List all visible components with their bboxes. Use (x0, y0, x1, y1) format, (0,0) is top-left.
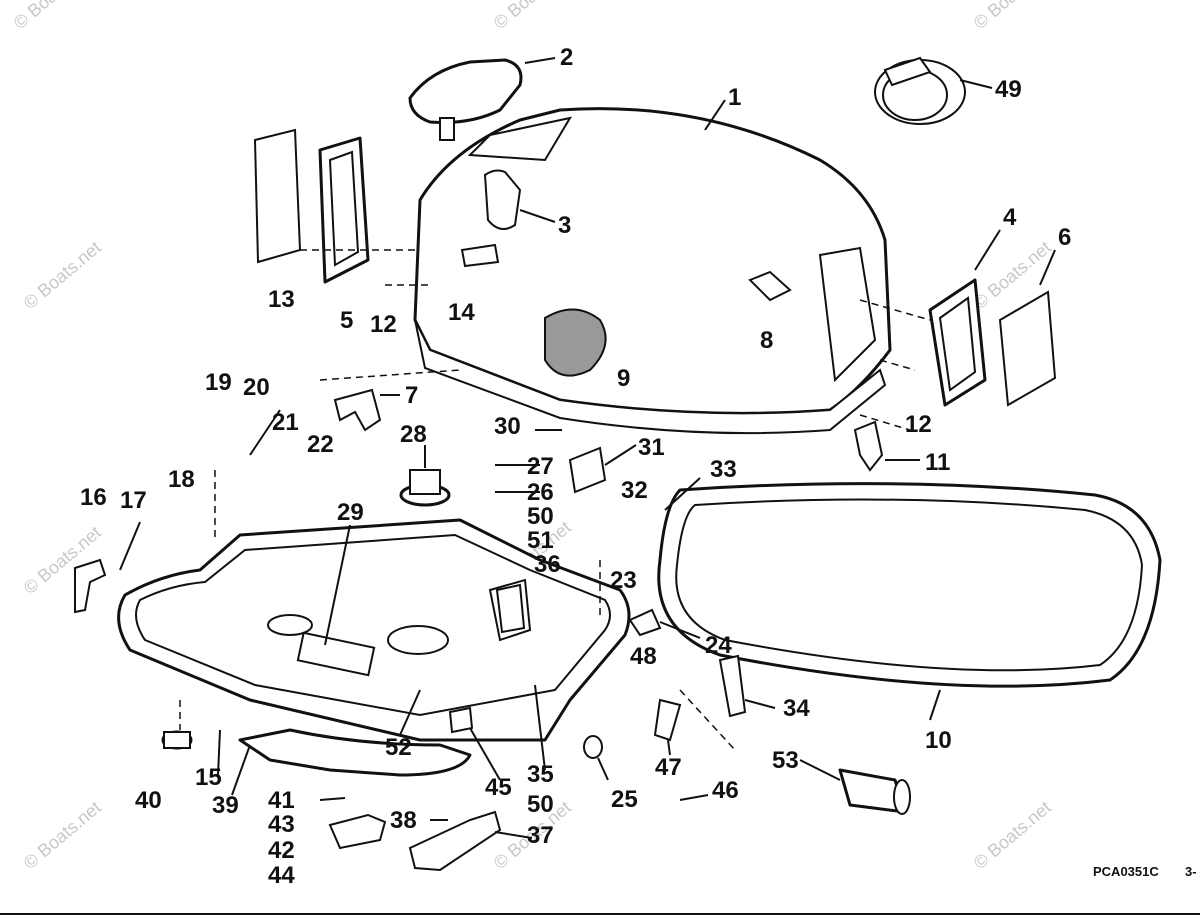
grille-screen (998, 290, 1057, 407)
callout-52: 52 (385, 734, 412, 761)
callout-21: 21 (272, 409, 299, 436)
callout-17: 17 (120, 487, 147, 514)
callout-15: 15 (195, 764, 222, 791)
callout-29: 29 (337, 499, 364, 526)
callout-6: 6 (1058, 224, 1071, 251)
callout-12-left: 12 (370, 311, 397, 338)
clip-45 (448, 706, 474, 734)
callout-36: 36 (534, 551, 561, 578)
page-reference: 3- (1185, 864, 1197, 879)
o-ring-25 (583, 735, 603, 759)
callout-20: 20 (243, 374, 270, 401)
callout-12-right: 12 (905, 411, 932, 438)
cowl-seal-ring (657, 482, 1162, 688)
leader-lines (119, 57, 1056, 839)
callout-44: 44 (268, 862, 295, 889)
callout-47: 47 (655, 754, 682, 781)
watermark: © Boats.net (490, 0, 575, 33)
callout-49: 49 (995, 76, 1022, 103)
grommet-28 (399, 469, 451, 507)
side-panel-frame (318, 136, 370, 284)
callout-7: 7 (405, 382, 418, 409)
clip-24 (628, 608, 662, 637)
callout-34: 34 (783, 695, 810, 722)
watermark: © Boats.net (20, 237, 105, 313)
alignment-lines (179, 249, 931, 751)
callout-46: 46 (712, 777, 739, 804)
latch-arm-34 (718, 654, 747, 718)
callout-24: 24 (705, 632, 732, 659)
callout-13: 13 (268, 286, 295, 313)
bracket-43 (328, 813, 387, 850)
callout-50-upper: 50 (527, 503, 554, 530)
callout-4: 4 (1003, 204, 1017, 231)
watermark: © Boats.net (970, 0, 1055, 33)
callout-37: 37 (527, 822, 554, 849)
side-panel-seal (253, 128, 302, 264)
callout-53: 53 (772, 747, 799, 774)
bracket-37 (408, 810, 502, 872)
callout-26: 26 (527, 479, 554, 506)
callout-9: 9 (617, 365, 630, 392)
callout-42: 42 (268, 837, 295, 864)
callout-18: 18 (168, 466, 195, 493)
latch-bracket-upper (333, 388, 382, 432)
watermark: © Boats.net (970, 797, 1055, 873)
callout-39: 39 (212, 792, 239, 819)
callout-48: 48 (630, 643, 657, 670)
sleeve-53 (838, 768, 911, 815)
callout-43: 43 (268, 811, 295, 838)
callout-38: 38 (390, 807, 417, 834)
lower-motor-cover (117, 518, 631, 742)
callout-11: 11 (925, 449, 950, 476)
grille-frame (928, 278, 987, 407)
callout-2: 2 (560, 44, 573, 71)
callout-32: 32 (621, 477, 648, 504)
watermark: © Boats.net (10, 0, 95, 33)
latch-lever-16 (74, 558, 107, 614)
upper-motor-cover (413, 107, 892, 435)
watermark: © Boats.net (20, 522, 105, 598)
callout-27: 27 (527, 453, 554, 480)
callout-16: 16 (80, 484, 107, 511)
callout-35: 35 (527, 761, 554, 788)
latch-bracket-right (853, 420, 884, 472)
callout-3: 3 (558, 212, 571, 239)
callout-41: 41 (268, 787, 295, 814)
callout-10: 10 (925, 727, 952, 754)
callout-8: 8 (760, 327, 773, 354)
callout-50-lower: 50 (527, 791, 554, 818)
callout-5: 5 (340, 307, 353, 334)
lever-47 (653, 698, 682, 742)
callout-40: 40 (135, 787, 162, 814)
callout-23: 23 (610, 567, 637, 594)
callout-19: 19 (205, 369, 232, 396)
callout-30: 30 (494, 413, 521, 440)
callout-14: 14 (448, 299, 475, 326)
lower-seal (238, 728, 472, 777)
callout-28: 28 (400, 421, 427, 448)
diagram-code: PCA0351C (1093, 864, 1159, 879)
callout-1: 1 (728, 84, 741, 111)
callout-31: 31 (638, 434, 665, 461)
vent-cover (408, 58, 523, 141)
grommet-40 (161, 730, 193, 750)
decal-patch (544, 308, 607, 377)
callout-51: 51 (527, 527, 554, 554)
watermark: © Boats.net (20, 797, 105, 873)
callout-33: 33 (710, 456, 737, 483)
callout-45: 45 (485, 774, 512, 801)
callout-labels: 1 2 3 4 5 6 7 8 9 10 11 12 12 13 14 15 1… (80, 44, 1071, 889)
latch-31 (568, 446, 607, 494)
latch-23 (495, 583, 526, 634)
callout-25: 25 (611, 786, 638, 813)
callout-22: 22 (307, 431, 334, 458)
cable-assembly (874, 56, 966, 125)
